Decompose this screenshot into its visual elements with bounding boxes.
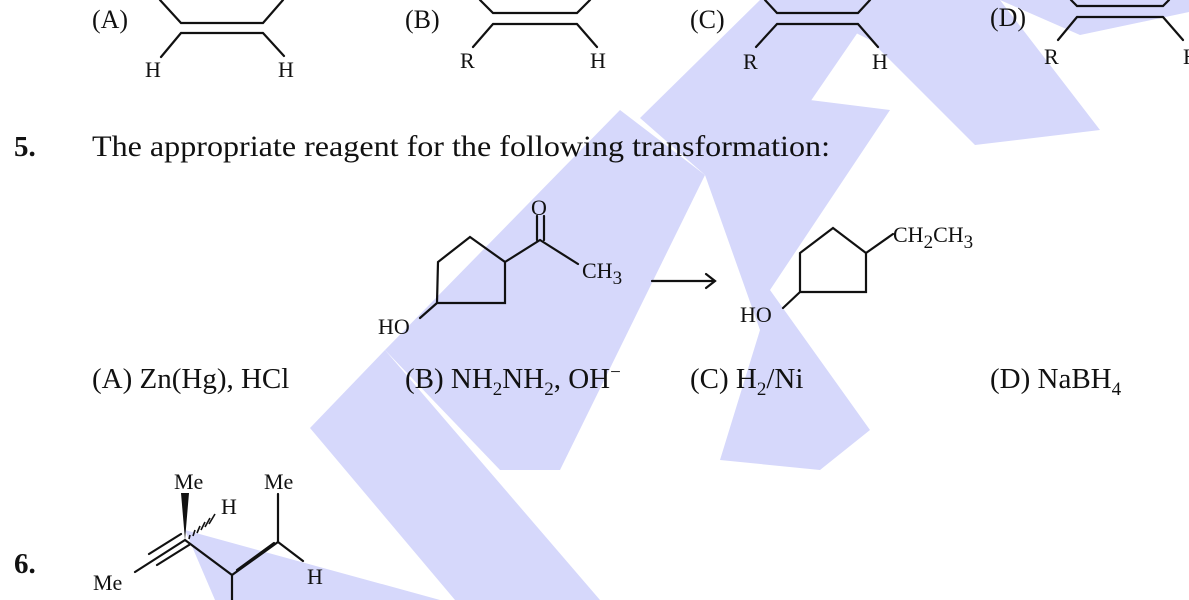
question-number: 6. [14,548,36,580]
methyl-label: Me [264,469,293,494]
atom-label: H [1183,44,1189,69]
q5-option-b[interactable]: (B) NH2NH2, OH− [405,362,621,400]
atom-label: R [743,49,758,74]
hydrogen-label: H [307,564,323,589]
atom-label: H [872,49,888,74]
reactant-structure: O CH3 HO [378,195,622,339]
option-label: (C) [690,5,725,34]
q5-option-d[interactable]: (D) NaBH4 [990,363,1122,400]
oxygen-label: O [531,195,547,220]
allen-watermark-logo [185,0,1189,600]
hydroxyl-label: HO [740,302,772,327]
methyl-label: Me [174,469,203,494]
alkene-structure [158,0,286,59]
methyl-label: Me [93,570,122,595]
option-label: (D) [990,3,1026,32]
option-label: (A) [92,5,128,34]
ethyl-label: CH2CH3 [893,222,973,253]
alkene-structure [471,0,599,49]
atom-label: R [460,48,475,73]
product-structure: CH2CH3 HO [740,222,973,327]
question-text: The appropriate reagent for the followin… [92,130,830,163]
question-number: 5. [14,131,36,163]
atom-label: R [1044,44,1059,69]
q6-structure: Me H Me H Me [93,469,323,600]
q4-option-a: (A) H H [92,0,294,82]
atom-label: H [590,48,606,73]
q4-option-d: (D) R H [990,0,1189,69]
methyl-label: CH3 [582,258,622,289]
q4-option-c: (C) R H [690,0,888,74]
q4-option-b: (B) R H [405,0,606,73]
hydrogen-label: H [221,494,237,519]
q5-option-c[interactable]: (C) H2/Ni [690,363,803,400]
alkene-structure [754,0,880,49]
reaction-arrow [650,272,717,290]
alkene-structure [1056,0,1185,42]
option-label: (B) [405,5,440,34]
q5-option-a[interactable]: (A) Zn(Hg), HCl [92,363,289,395]
hashed-bond [188,513,216,540]
hydroxyl-label: HO [378,314,410,339]
atom-label: H [145,57,161,82]
atom-label: H [278,57,294,82]
wedge-bond [181,493,189,540]
